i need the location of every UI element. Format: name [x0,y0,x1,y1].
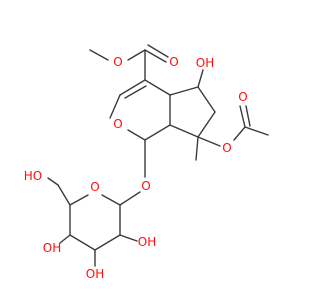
bond-c5p-ringo [69,194,89,206]
bond-acetate-c-o-double [239,105,246,128]
bond-c5-c6 [197,86,216,113]
atom-ester-carbonyl-o: O [169,55,178,69]
bond-carbonyl-o-double [144,49,167,63]
bond-c6p-ch2oh [47,177,59,186]
structure-canvas: O O OH O O O O O HO OH OH OH [24,44,269,281]
bond-c3-c4 [119,79,146,96]
atom-acetate-carbonyl-o: O [238,90,247,104]
bond-c1-ringo [127,129,146,141]
atom-sugar-oh-2: OH [138,235,156,249]
atom-glycoside-o: O [141,179,150,193]
bond-glyco-o-c1p [119,191,141,206]
bond-methyl-o [89,49,109,61]
bond-acetate-c-o-double-2 [245,105,251,127]
atom-sugar-oh-4: OH [43,241,61,255]
bond-c2p-c3p [94,234,121,251]
bond-c4-c4a [144,79,171,96]
atom-ch2oh: HO [24,169,42,183]
bond-c7a-c1 [144,124,171,141]
bond-ringo-c1p [101,194,121,206]
bond-c4p-oh [59,234,71,244]
bond-acetate-c-methyl [244,126,269,136]
bond-c7-acetate-o [197,136,221,147]
atom-acetate-o: O [222,141,231,155]
bond-c5p-c6p [57,184,71,206]
bond-c7-methyl [195,136,199,161]
bonds [47,44,269,267]
atom-labels: O O OH O O O O O HO OH OH OH [24,55,248,281]
bond-c3-c4-double [124,85,147,99]
bond-carbonyl-o-double-2 [147,44,169,58]
molecule-diagram: O O OH O O O O O HO OH OH OH [24,44,269,281]
bond-c4a-c5 [169,86,199,96]
bond-c2p-oh [119,234,138,242]
bond-o-carbonyl [127,49,146,61]
atom-ester-o-methoxy: O [113,55,122,69]
bond-c6-c7 [197,111,216,138]
atom-sugar-oh-3: OH [86,267,104,281]
atom-sugar-ring-o: O [90,180,99,194]
atom-hydroxyl-5: OH [196,56,214,70]
bond-c5-oh [197,69,204,88]
bond-c3p-c4p [69,234,96,251]
bond-acetate-o-c [233,126,246,141]
bond-c7-c7a [169,124,199,138]
bond-ringo-c3 [109,94,121,119]
atom-ring-oxygen: O [113,117,122,131]
